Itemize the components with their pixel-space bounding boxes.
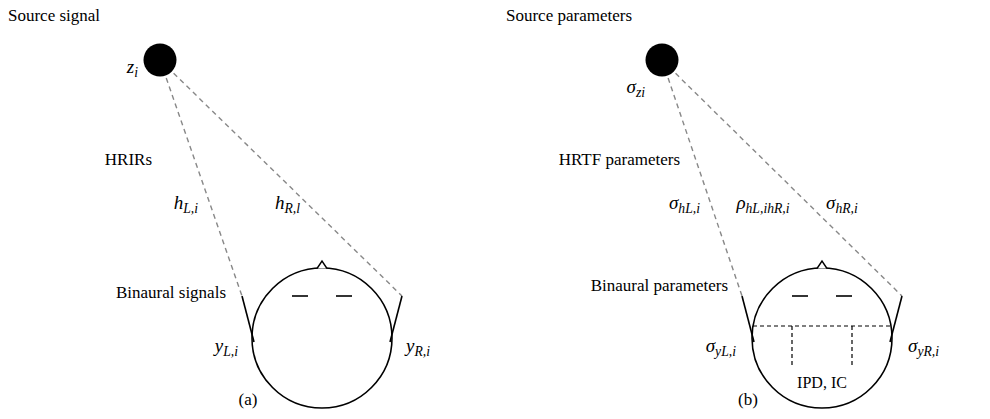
right-ear — [390, 296, 402, 342]
propagation-path — [174, 73, 402, 296]
group-label: HRIRs — [105, 150, 152, 170]
panel-label: (a) — [239, 390, 258, 410]
signal-symbol: zi — [127, 56, 138, 78]
left-ear — [242, 296, 254, 342]
binaural-heading: Binaural parameters — [591, 276, 728, 296]
eye — [836, 295, 852, 297]
subscript: hL,i — [678, 201, 700, 216]
binaural-heading: Binaural signals — [116, 283, 226, 303]
subscript: L,i — [183, 201, 198, 216]
subscript: hR,i — [835, 201, 857, 216]
propagation-path — [668, 78, 742, 296]
subscript: zi — [636, 85, 645, 100]
signal-symbol: yL,i — [215, 335, 238, 357]
source-circle — [646, 44, 679, 77]
hrtf-symbol: σhR,i — [826, 192, 858, 214]
subscript: yR,i — [917, 344, 939, 359]
hrir-symbol: hL,i — [174, 192, 198, 214]
source-heading: Source signal — [8, 6, 100, 26]
cue-label: IPD, IC — [797, 374, 847, 392]
listener-head: Binaural parametersσyL,iσyR,iIPD, IC — [742, 258, 902, 410]
cue-path — [791, 326, 792, 368]
eye — [292, 295, 308, 297]
source-dot: Source signalzi — [143, 43, 177, 77]
source-shape — [645, 43, 679, 77]
listener-head: Binaural signalsyL,iyR,i — [242, 258, 402, 410]
left-ear — [742, 296, 754, 342]
correlation-symbol: ρhL,ihR,i — [736, 192, 789, 214]
subscript: hL,ihR,i — [746, 201, 790, 216]
subscript: i — [134, 65, 138, 80]
subscript: yL,i — [715, 344, 736, 359]
source-circle — [144, 44, 177, 77]
cue-path — [753, 325, 891, 326]
cue-path — [851, 326, 852, 368]
parameter-symbol: σyL,i — [706, 335, 736, 357]
right-ear — [890, 296, 902, 342]
subscript: L,i — [223, 344, 238, 359]
propagation-path — [676, 73, 902, 296]
subscript: R,l — [284, 201, 300, 216]
source-heading: Source parameters — [506, 6, 632, 26]
hrtf-symbol: σhL,i — [669, 192, 700, 214]
head-outline — [252, 268, 392, 408]
parameter-symbol: σyR,i — [908, 335, 939, 357]
nose — [317, 261, 327, 269]
hrir-symbol: hR,l — [275, 192, 300, 214]
eye — [336, 295, 352, 297]
subscript: R,i — [414, 344, 430, 359]
source-dot: Source parametersσzi — [645, 43, 679, 77]
nose — [817, 261, 827, 269]
parameter-symbol: σzi — [627, 76, 646, 98]
eye — [792, 295, 808, 297]
source-shape — [143, 43, 177, 77]
head-outline — [752, 268, 892, 408]
head-shape — [242, 258, 402, 410]
panel-label: (b) — [738, 390, 758, 410]
propagation-path — [166, 78, 242, 296]
signal-symbol: yR,i — [406, 335, 430, 357]
group-label: HRTF parameters — [559, 150, 680, 170]
